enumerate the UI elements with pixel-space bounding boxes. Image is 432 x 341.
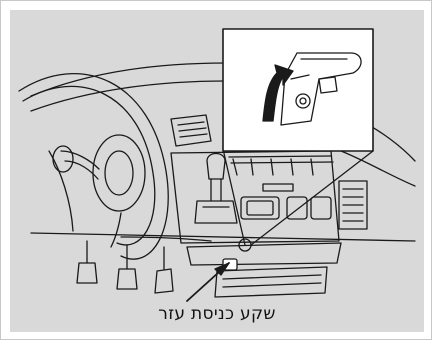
air-vent-icon bbox=[171, 115, 211, 146]
figure-caption: שקע כניסת עזר bbox=[1, 304, 432, 324]
pedal-icon bbox=[77, 241, 173, 293]
callout-lines bbox=[187, 149, 373, 301]
lower-panel bbox=[187, 243, 341, 297]
inset-closeup bbox=[223, 29, 373, 151]
gear-shifter-icon bbox=[195, 154, 237, 224]
steering-wheel-icon bbox=[19, 74, 168, 260]
right-air-vent-icon bbox=[339, 181, 367, 229]
